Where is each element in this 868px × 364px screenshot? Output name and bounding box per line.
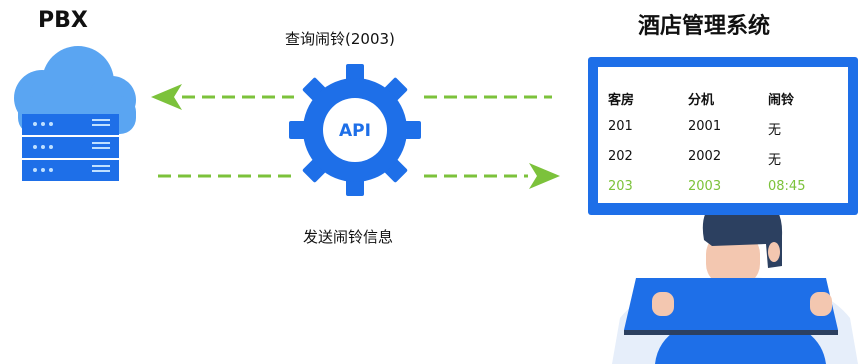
- cell-room: 201: [608, 119, 633, 134]
- table-header-row: 客房 分机 闹铃: [608, 89, 828, 119]
- query-alarm-label: 查询闹铃(2003): [285, 30, 395, 48]
- cell-alarm: 无: [768, 123, 782, 138]
- cloud-server-icon: [14, 46, 136, 181]
- header-extension: 分机: [688, 93, 715, 108]
- send-alarm-label: 发送闹铃信息: [303, 228, 394, 246]
- cell-room: 203: [608, 179, 633, 194]
- keyboard: [624, 278, 838, 335]
- hotel-system-title: 酒店管理系统: [638, 14, 771, 39]
- cell-extension: 2002: [688, 149, 722, 164]
- table-row-highlighted: 203 2003 08:45: [608, 179, 828, 209]
- monitor-screen: 客房 分机 闹铃 201 2001 无 202 2002 无 203 2003 …: [598, 67, 848, 203]
- table-row: 202 2002 无: [608, 149, 828, 179]
- cell-alarm: 无: [768, 153, 782, 168]
- pbx-title: PBX: [38, 8, 88, 33]
- cell-extension: 2001: [688, 119, 722, 134]
- cell-extension: 2003: [688, 179, 722, 194]
- table-row: 201 2001 无: [608, 119, 828, 149]
- query-arrow: [151, 84, 552, 110]
- header-alarm: 闹铃: [768, 93, 795, 108]
- header-room: 客房: [608, 93, 635, 108]
- gear-icon: [289, 64, 421, 196]
- api-label: API: [339, 121, 371, 141]
- room-alarm-table: 客房 分机 闹铃 201 2001 无 202 2002 无 203 2003 …: [608, 89, 828, 209]
- cell-alarm: 08:45: [768, 179, 806, 194]
- cell-room: 202: [608, 149, 633, 164]
- operator-hands: [652, 292, 832, 316]
- send-arrow: [158, 163, 560, 189]
- hotel-system-monitor: 客房 分机 闹铃 201 2001 无 202 2002 无 203 2003 …: [588, 57, 858, 215]
